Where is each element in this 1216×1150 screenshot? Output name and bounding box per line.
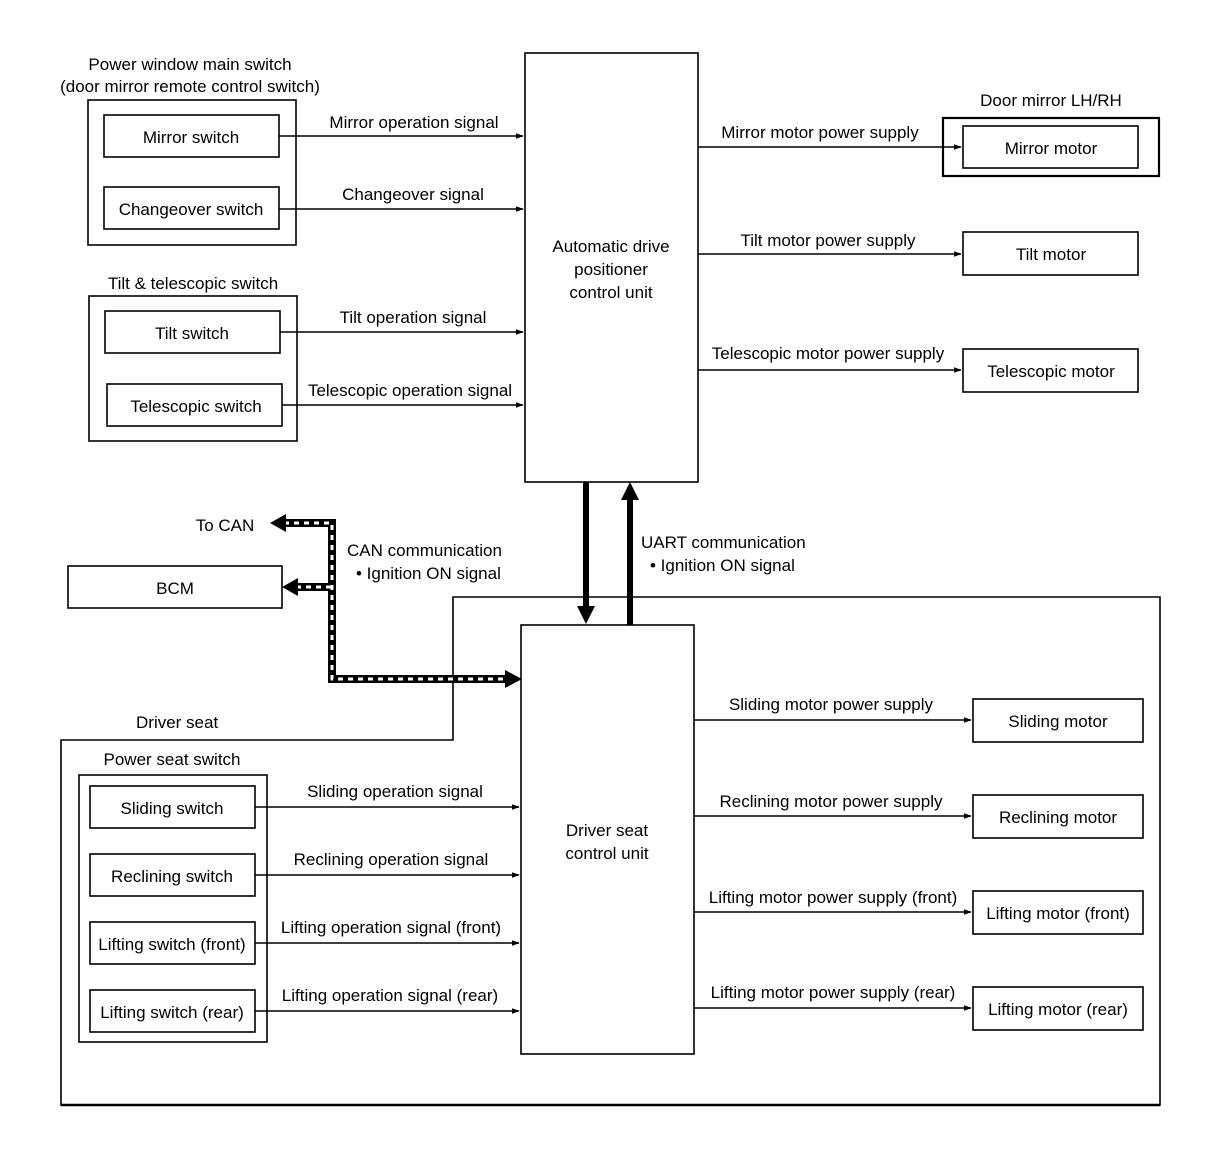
mirror-switch-box — [103, 114, 280, 158]
seat-unit-label-line2: control unit — [565, 844, 648, 863]
driver-seat-control-unit — [520, 624, 695, 1055]
lifting-operation-signal-front-label: Lifting operation signal (front) — [281, 918, 501, 937]
can-bus-line — [270, 514, 522, 688]
tilt-switch-label: Tilt switch — [155, 324, 229, 343]
seat-unit-label-line1: Driver seat — [566, 821, 648, 840]
sliding-motor-label: Sliding motor — [1008, 712, 1108, 731]
bcm-label: BCM — [156, 579, 194, 598]
sliding-motor-power-label: Sliding motor power supply — [729, 695, 934, 714]
changeover-switch-box — [103, 186, 280, 230]
tilt-switch-box — [104, 310, 281, 354]
lifting-switch-rear-label: Lifting switch (rear) — [100, 1003, 244, 1022]
tilt-operation-signal-label: Tilt operation signal — [340, 308, 487, 327]
driver-seat-label: Driver seat — [136, 713, 218, 732]
mirror-motor-label: Mirror motor — [1005, 139, 1098, 158]
automatic-drive-positioner-control-unit — [524, 52, 699, 483]
changeover-switch-label: Changeover switch — [119, 200, 264, 219]
mirror-motor-box — [962, 125, 1139, 169]
lifting-switch-front-label: Lifting switch (front) — [98, 935, 245, 954]
changeover-signal-label: Changeover signal — [342, 185, 484, 204]
to-can-label: To CAN — [196, 516, 255, 535]
bcm-arrowhead — [282, 578, 298, 596]
mirror-switch-label: Mirror switch — [143, 128, 239, 147]
telescopic-switch-label: Telescopic switch — [130, 397, 261, 416]
sliding-motor-box — [972, 698, 1144, 743]
can-communication-label: CAN communication — [347, 541, 502, 560]
tilt-telescopic-switch-label: Tilt & telescopic switch — [108, 274, 278, 293]
can-ignition-on-signal-label: • Ignition ON signal — [356, 564, 501, 583]
telescopic-motor-box — [962, 348, 1139, 393]
bcm-box — [67, 565, 283, 609]
power-window-main-switch-group — [87, 99, 297, 246]
adp-unit-label-line2: positioner — [574, 260, 648, 279]
lifting-motor-power-front-label: Lifting motor power supply (front) — [709, 888, 958, 907]
adp-unit-label-line3: control unit — [569, 283, 652, 302]
uart-down-arrowhead — [577, 606, 595, 624]
door-mirror-remote-control-switch-label: (door mirror remote control switch) — [60, 77, 320, 96]
tilt-motor-label: Tilt motor — [1016, 245, 1087, 264]
lifting-motor-rear-box — [972, 986, 1144, 1031]
lifting-motor-power-rear-label: Lifting motor power supply (rear) — [711, 983, 956, 1002]
to-can-arrowhead — [270, 514, 286, 532]
telescopic-operation-signal-label: Telescopic operation signal — [308, 381, 512, 400]
uart-communication-label: UART communication — [641, 533, 806, 552]
tilt-motor-box — [962, 231, 1139, 276]
seat-can-arrowhead — [505, 670, 522, 688]
tilt-telescopic-switch-group — [88, 295, 298, 442]
tilt-motor-power-label: Tilt motor power supply — [740, 231, 916, 250]
sliding-operation-signal-label: Sliding operation signal — [307, 782, 483, 801]
lifting-operation-signal-rear-label: Lifting operation signal (rear) — [282, 986, 498, 1005]
mirror-operation-signal-label: Mirror operation signal — [329, 113, 498, 132]
power-seat-switch-label: Power seat switch — [104, 750, 241, 769]
lifting-motor-front-label: Lifting motor (front) — [986, 904, 1130, 923]
telescopic-motor-power-label: Telescopic motor power supply — [712, 344, 945, 363]
reclining-switch-label: Reclining switch — [111, 867, 233, 886]
telescopic-motor-label: Telescopic motor — [987, 362, 1115, 381]
lifting-motor-front-box — [972, 890, 1144, 935]
power-seat-switch-group — [78, 774, 268, 1043]
uart-link — [577, 482, 639, 625]
sliding-switch-box — [89, 785, 256, 829]
sliding-switch-label: Sliding switch — [121, 799, 224, 818]
telescopic-switch-box — [106, 383, 283, 427]
reclining-operation-signal-label: Reclining operation signal — [294, 850, 489, 869]
power-window-main-switch-label: Power window main switch — [88, 55, 291, 74]
mirror-motor-power-label: Mirror motor power supply — [721, 123, 919, 142]
lifting-switch-front-box — [89, 921, 256, 965]
lifting-switch-rear-box — [89, 989, 256, 1033]
uart-up-arrowhead — [621, 482, 639, 500]
reclining-motor-label: Reclining motor — [999, 808, 1117, 827]
reclining-switch-box — [89, 853, 256, 897]
lifting-motor-rear-label: Lifting motor (rear) — [988, 1000, 1128, 1019]
adp-unit-label-line1: Automatic drive — [552, 237, 669, 256]
uart-ignition-on-signal-label: • Ignition ON signal — [650, 556, 795, 575]
door-mirror-label: Door mirror LH/RH — [980, 91, 1122, 110]
reclining-motor-power-label: Reclining motor power supply — [720, 792, 943, 811]
reclining-motor-box — [972, 794, 1144, 839]
